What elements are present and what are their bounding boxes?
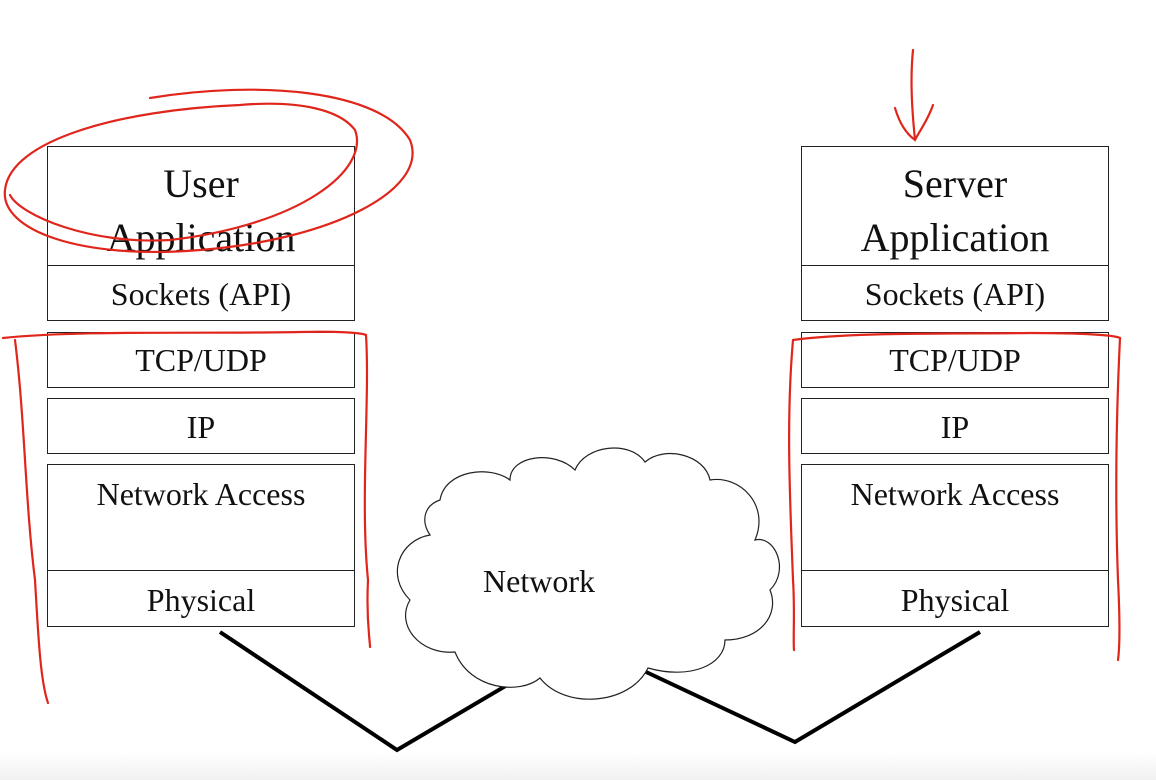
network-label: Network <box>483 563 595 599</box>
client-layer-physical: Physical <box>47 570 355 627</box>
down-arrow-annotation <box>893 48 935 142</box>
network-cloud <box>396 447 780 700</box>
client-netaccess-label: Network Access <box>96 476 306 512</box>
server-physical-label: Physical <box>900 582 1010 618</box>
server-link-line <box>643 630 982 745</box>
client-ip-label: IP <box>186 409 216 445</box>
server-layer-physical: Physical <box>801 570 1109 627</box>
server-netaccess-label: Network Access <box>850 476 1060 512</box>
server-layer-network-access: Network Access <box>801 464 1109 571</box>
background-fade <box>0 752 1156 780</box>
server-app-line2: Application <box>860 215 1050 260</box>
server-layer-ip: IP <box>801 398 1109 454</box>
server-app-line1: Server <box>902 161 1008 206</box>
client-layer-ip: IP <box>47 398 355 454</box>
server-ip-label: IP <box>940 409 970 445</box>
server-layer-tcp-udp: TCP/UDP <box>801 332 1109 388</box>
client-layer-network-access: Network Access <box>47 464 355 571</box>
server-tcp-label: TCP/UDP <box>889 342 1021 378</box>
server-bracket-annotation <box>788 331 1122 662</box>
client-physical-label: Physical <box>146 582 256 618</box>
client-layer-sockets: Sockets (API) <box>47 265 355 321</box>
client-bracket-annotation <box>1 330 372 705</box>
server-sockets-label: Sockets (API) <box>864 276 1046 312</box>
server-layer-application: Server Application <box>801 146 1109 266</box>
client-link-line <box>218 630 533 753</box>
client-layer-tcp-udp: TCP/UDP <box>47 332 355 388</box>
client-tcp-label: TCP/UDP <box>135 342 267 378</box>
client-app-line1: User <box>163 161 239 206</box>
server-layer-sockets: Sockets (API) <box>801 265 1109 321</box>
circle-annotation <box>3 88 414 254</box>
red-annotations <box>1 48 1122 705</box>
client-sockets-label: Sockets (API) <box>110 276 292 312</box>
